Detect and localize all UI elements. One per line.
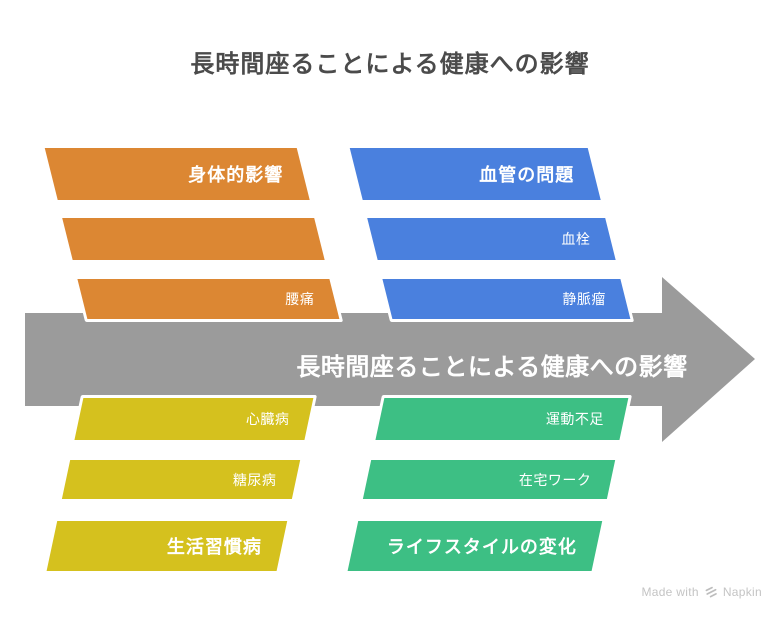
bar-label: 在宅ワーク [518,471,592,488]
bar-lifestyle-changes-header: ライフスタイルの変化 [343,518,606,574]
bar-physical-effects-item-empty [58,215,329,263]
bar-varicose-veins: 静脈瘤 [378,276,635,322]
group-vascular-problems: 血管の問題 血栓 静脈瘤 [346,145,635,322]
bar-label: 運動不足 [545,411,604,427]
bar-label: 糖尿病 [232,471,277,488]
group-physical-effects: 身体的影響 腰痛 [41,145,344,322]
bar-back-pain: 腰痛 [73,276,344,322]
bar-label: 心臓病 [245,411,289,427]
napkin-logo-icon [704,585,718,599]
bar-remote-work: 在宅ワーク [359,457,619,502]
bar-label: 血管の問題 [479,165,575,185]
bar-label: 腰痛 [285,291,315,307]
bar-physical-effects-header: 身体的影響 [41,145,314,203]
group-lifestyle-diseases: 心臓病 糖尿病 生活習慣病 [42,395,317,574]
napkin-credit: Made with Napkin [641,585,762,599]
bar-label: 身体的影響 [188,165,284,185]
bar-vascular-problems-header: 血管の問題 [346,145,605,203]
bar-lifestyle-diseases-header: 生活習慣病 [42,518,291,574]
page-title: 長時間座ることによる健康への影響 [190,51,590,78]
group-lifestyle-changes: 運動不足 在宅ワーク ライフスタイルの変化 [343,395,632,574]
bar-lack-of-exercise: 運動不足 [371,395,632,443]
bar-diabetes: 糖尿病 [58,457,304,502]
bar-label: 生活習慣病 [166,537,262,557]
brand-text: Napkin [722,585,762,599]
bar-label: 静脈瘤 [561,291,606,307]
arrow-label: 長時間座ることによる健康への影響 [296,354,688,381]
made-with-text: Made with [641,585,699,599]
bar-label: 血栓 [561,231,591,247]
bar-blood-clot: 血栓 [363,215,620,263]
bar-label: ライフスタイルの変化 [386,537,577,557]
bar-heart-disease: 心臓病 [70,395,317,443]
